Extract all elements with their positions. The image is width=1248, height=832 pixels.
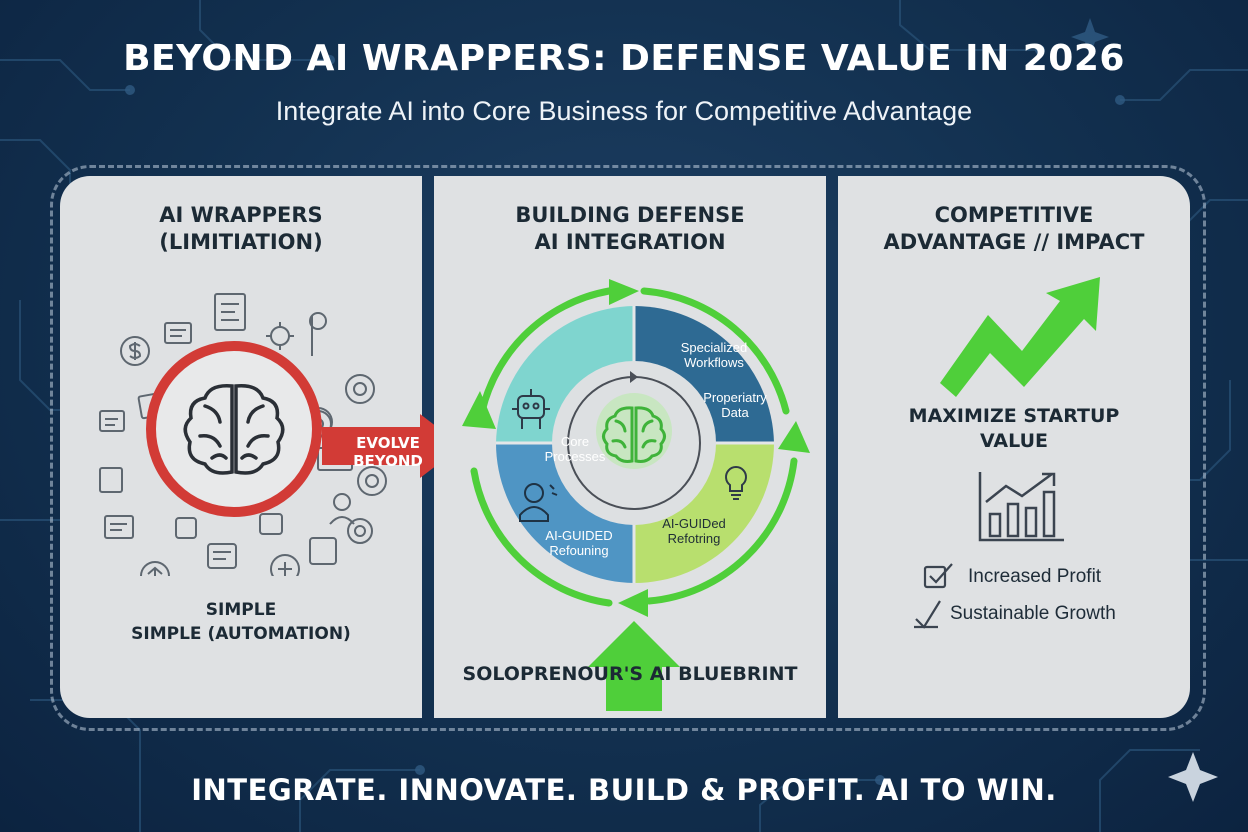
robot-icon [512,389,550,429]
sparkle-icon [1168,752,1218,802]
segment-specialized-line1: Specialized [680,340,748,355]
segment-ai-guided-right: AI-GUIDed Refotring [646,516,742,546]
segment-guided-right-line2: Refotring [667,531,721,546]
page-subtitle: Integrate AI into Core Business for Comp… [275,96,973,126]
segment-guided-left-line1: AI-GUIDED [545,528,613,543]
brain-icon [602,406,666,463]
benefit-growth-label: Sustainable Growth [950,603,1116,624]
check-icon [923,563,953,589]
left-caption-line1: SIMPLE [205,600,277,620]
segment-core-processes: Core Processes [530,434,620,464]
panel-ai-wrappers: AI WRAPPERS (LIMITIATION) [60,176,422,718]
benefit-profit-label: Increased Profit [968,566,1102,587]
check-icon [914,600,941,629]
lightbulb-icon [725,466,747,500]
gear-icon [266,322,294,350]
wrapper-icons-cluster [99,293,387,576]
panel-left-title-line1: AI WRAPPERS [159,203,323,227]
value-line2: VALUE [980,430,1048,452]
segment-specialized-workflows: Specialized Workflows [658,340,770,370]
panel-building-defense: BUILDING DEFENSE AI INTEGRATION [434,176,826,718]
segment-proprietary-line2: Data [721,405,749,420]
segment-guided-right-line1: AI-GUIDed [662,516,726,531]
panel-middle-title-line2: AI INTEGRATION [534,230,726,254]
segment-core-line1: Core [560,434,590,449]
segment-specialized-line2: Workflows [684,355,744,370]
segment-proprietary-line1: Properiatry [703,390,767,405]
brain-icon [183,384,285,475]
footer-tagline: INTEGRATE. INNOVATE. BUILD & PROFIT. AI … [191,773,1057,807]
evolve-beyond-label: EVOLVE BEYOND [353,434,423,470]
dollar-icon [120,336,150,366]
panel-right-title-line1: COMPETITIVE [934,203,1094,227]
segment-proprietary-data: Properiatry Data [690,390,780,420]
panel-competitive-advantage: COMPETITIVE ADVANTAGE // IMPACT MAXIMIZE… [838,176,1190,718]
integration-cycle-diagram [462,279,810,711]
segment-ai-guided-left: AI-GUIDED Refouning [534,528,624,558]
blueprint-caption: SOLOPRENOUR'S AI BLUEBRINT [462,663,798,685]
trend-arrow-icon [940,277,1100,397]
bar-chart-icon [978,472,1064,542]
page-title: BEYOND AI WRAPPERS: DEFENSE VALUE IN 202… [123,38,1125,79]
segment-core-line2: Processes [544,449,606,464]
segment-guided-left-line2: Refouning [549,543,609,558]
value-line1: MAXIMIZE STARTUP [908,405,1120,427]
dashed-frame [50,165,1206,731]
evolve-beyond-arrow [322,414,462,478]
panel-right-title-line2: ADVANTAGE // IMPACT [883,230,1145,254]
panel-middle-title-line1: BUILDING DEFENSE [515,203,745,227]
panel-left-title-line2: (LIMITIATION) [159,230,323,254]
left-caption-line2: SIMPLE (AUTOMATION) [131,624,351,644]
